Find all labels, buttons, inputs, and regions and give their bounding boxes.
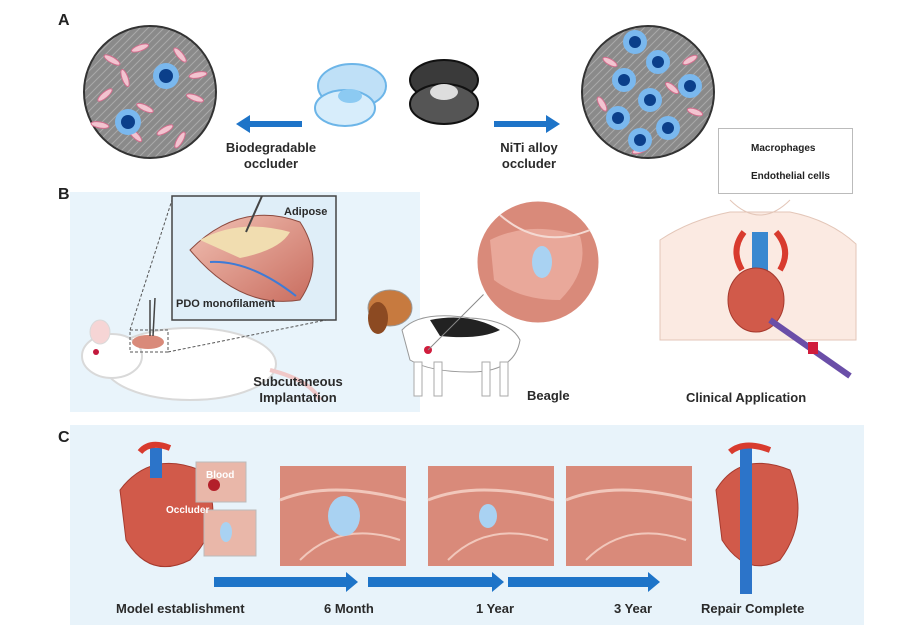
macrophages-left (115, 63, 179, 135)
heart-magnification-circle (474, 198, 602, 326)
clinical-label: Clinical Application (686, 390, 807, 405)
legend-box: Macrophages Endothelial cells (718, 128, 853, 194)
niti-label-line1: NiTi alloy (500, 140, 558, 155)
niti-tissue-circle (581, 25, 715, 159)
biodegradable-label-line2: occluder (243, 156, 299, 171)
clinical-torso-illustration (659, 199, 857, 379)
niti-occluder-icon (409, 59, 479, 125)
stage-label-3-year: 3 Year (614, 601, 653, 616)
occluder-label: Occluder (166, 505, 210, 516)
timeline-arrows (214, 572, 660, 592)
panel-a-letter: A (58, 12, 70, 29)
stage-1-year-image (427, 466, 555, 566)
subcutaneous-label-line2: Implantation (259, 390, 337, 405)
biodegradable-label-line1: Biodegradable (225, 140, 317, 155)
endothelial-cells-right (596, 54, 704, 155)
blood-label: Blood (206, 470, 235, 481)
legend-macrophages-label: Macrophages (751, 143, 816, 154)
biodegradable-tissue-circle (83, 25, 217, 159)
adipose-label: Adipose (284, 206, 328, 218)
macrophages-right (606, 30, 702, 152)
pdo-label: PDO monofilament (176, 298, 276, 310)
stage-6-month-image (279, 466, 407, 566)
implant-inset (129, 195, 337, 353)
rat-illustration (81, 297, 322, 402)
niti-label-line2: occluder (501, 156, 557, 171)
stage-label-6-month: 6 Month (324, 601, 374, 616)
arrow-right (494, 115, 560, 133)
panel-c-letter: C (58, 429, 70, 446)
beagle-label: Beagle (527, 388, 570, 403)
repaired-heart-illustration (715, 442, 799, 594)
subcutaneous-label-line1: Subcutaneous (253, 374, 343, 389)
biodegradable-occluder-icon (314, 63, 387, 127)
stage-label-repair: Repair Complete (701, 601, 805, 616)
stage-3-year-image (565, 466, 693, 566)
panel-b-letter: B (58, 186, 70, 203)
legend-endothelial-label: Endothelial cells (751, 171, 830, 182)
beagle-illustration (367, 279, 521, 397)
heart-model-illustration (119, 441, 257, 568)
stage-label-1-year: 1 Year (476, 601, 515, 616)
arrow-left (236, 115, 302, 133)
stage-label-model: Model establishment (116, 601, 245, 616)
